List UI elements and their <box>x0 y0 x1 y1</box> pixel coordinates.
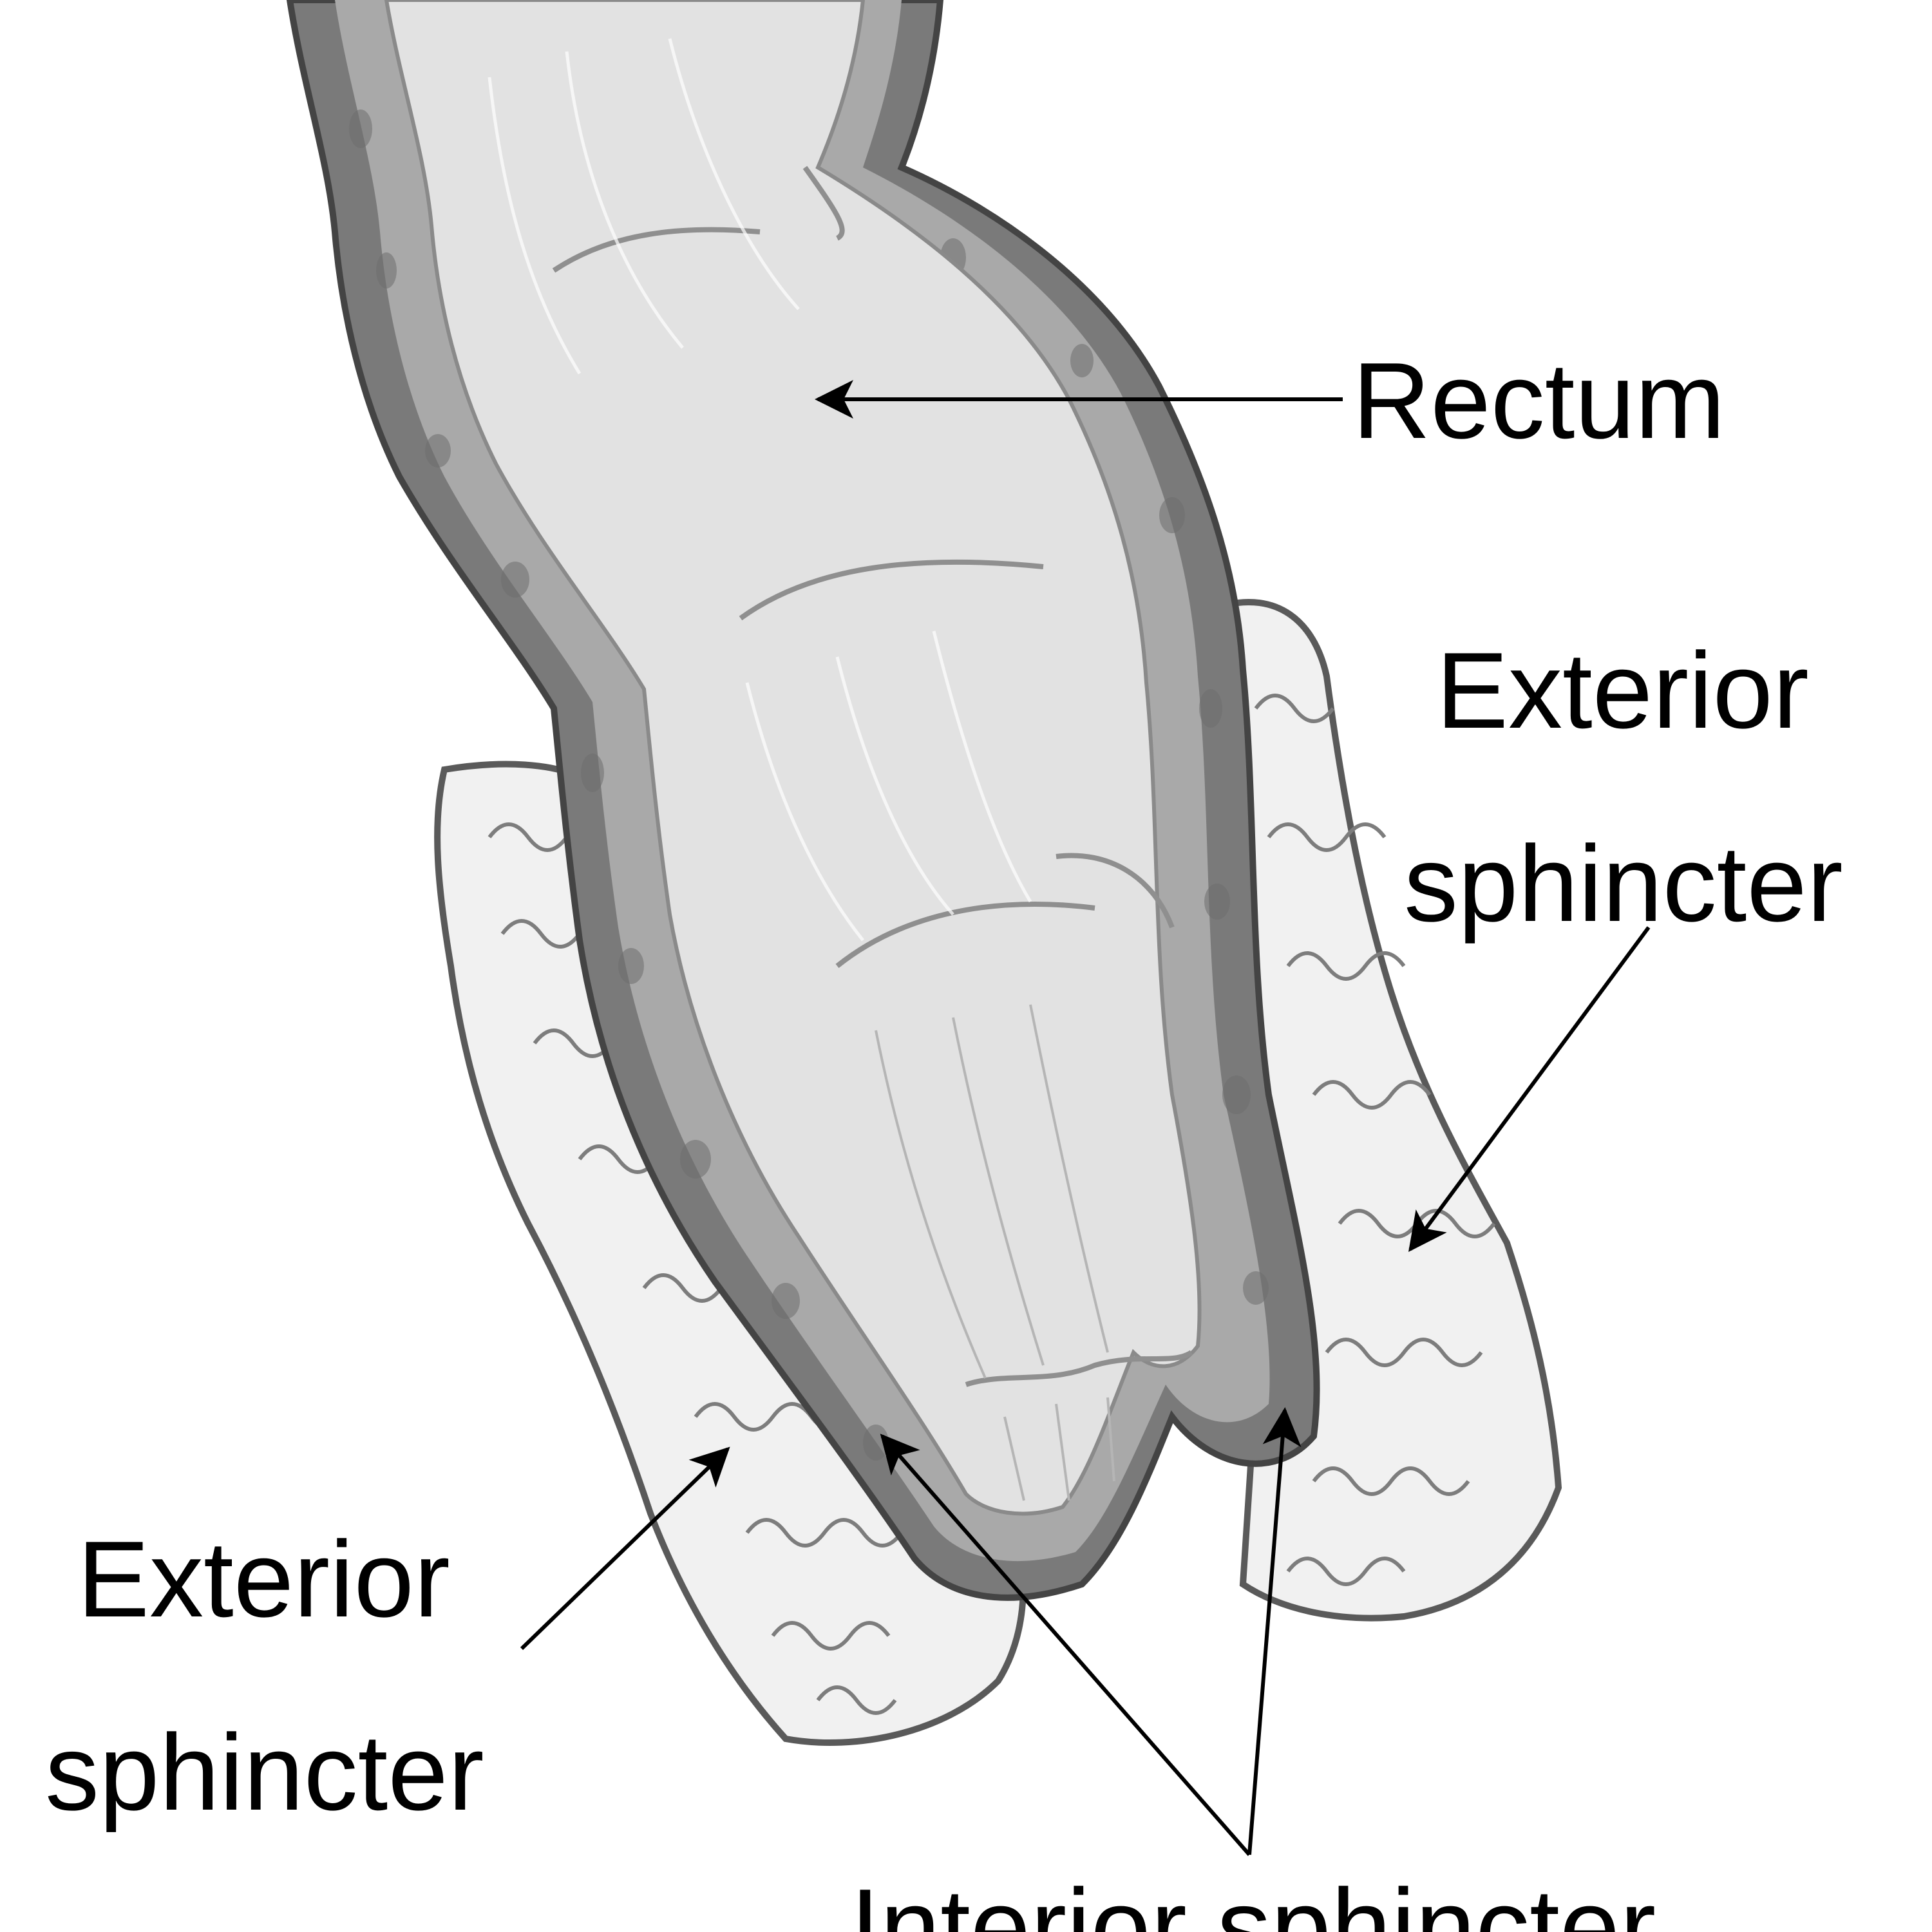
labels: Rectum Exterior sphincter Exterior sphin… <box>45 340 1843 1932</box>
leader-lines <box>520 380 1651 1856</box>
leader-exterior-sphincter-right <box>1408 926 1651 1253</box>
label-interior-sphincter: Interior sphincter <box>850 1866 1656 1932</box>
wall-texture <box>349 109 1269 1461</box>
label-exterior-sphincter-left-line2: sphincter <box>45 1712 484 1833</box>
label-exterior-sphincter-left-line1: Exterior <box>77 1519 450 1640</box>
leader-exterior-sphincter-left <box>520 1446 730 1651</box>
rectal-folds <box>488 38 1193 1501</box>
label-exterior-sphincter-right-line2: sphincter <box>1404 823 1843 944</box>
rectal-lumen <box>384 0 1202 1516</box>
label-exterior-sphincter-right-line1: Exterior <box>1436 630 1809 751</box>
label-rectum: Rectum <box>1352 340 1725 461</box>
anatomy-illustration <box>286 0 1562 1746</box>
leader-interior-sphincter-left <box>880 1434 1251 1856</box>
leader-interior-sphincter-right <box>1247 1407 1302 1855</box>
